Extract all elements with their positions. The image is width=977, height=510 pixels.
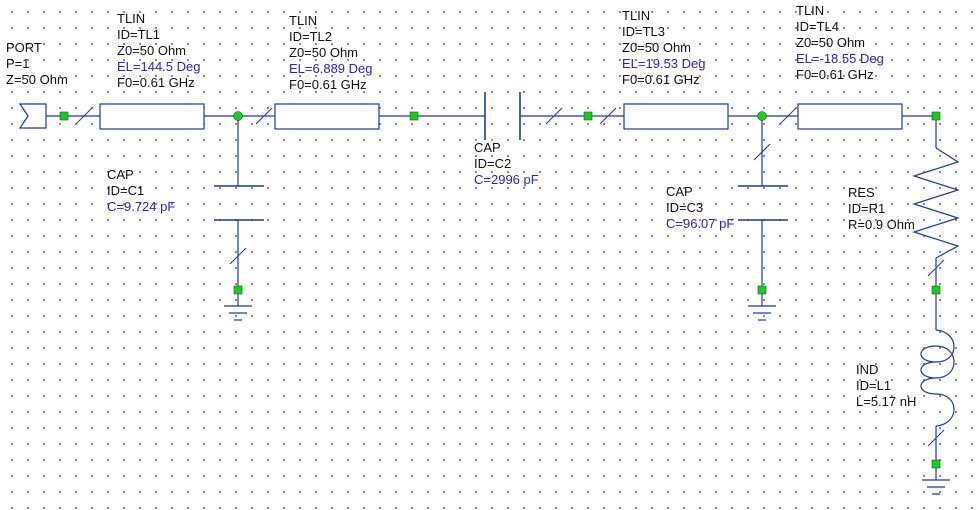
tl1-z0: Z0=50 Ohm (117, 43, 187, 58)
c1-c[interactable]: C=9.724 pF (107, 199, 176, 214)
tl4-id: ID=TL4 (796, 19, 839, 34)
c1-gnd-node[interactable] (233, 285, 243, 295)
c2-out-node[interactable] (583, 111, 593, 121)
tl2-z0: Z0=50 Ohm (289, 45, 359, 60)
junction-node-1[interactable] (233, 111, 243, 121)
c1-id: ID=C1 (107, 183, 145, 198)
port-z: Z=50 Ohm (6, 72, 68, 87)
port-type: PORT (6, 40, 42, 55)
l1-l: L=5.17 nH (856, 394, 917, 409)
tl3-label: TLIN ID=TL3 Z0=50 Ohm EL=19.53 Deg F0=0.… (622, 8, 705, 88)
tl2-out-node[interactable] (409, 111, 419, 121)
tl1-symbol[interactable] (68, 103, 238, 130)
tl3-f0: F0=0.61 GHz (622, 72, 700, 87)
tl2-el[interactable]: EL=6.889 Deg (289, 61, 373, 76)
c3-id: ID=C3 (666, 200, 704, 215)
c2-symbol[interactable] (418, 92, 593, 140)
r1-type: RES (848, 185, 875, 200)
tl4-el[interactable]: EL=-18.55 Deg (796, 51, 884, 66)
tl3-z0: Z0=50 Ohm (622, 40, 692, 55)
tl4-symbol[interactable] (766, 103, 941, 130)
l1-gnd-node[interactable] (931, 459, 941, 469)
tl2-id: ID=TL2 (289, 29, 332, 44)
tl1-type: TLIN (117, 11, 146, 26)
c3-symbol[interactable] (738, 120, 788, 321)
c1-label: CAP ID=C1 C=9.724 pF (107, 167, 175, 215)
l1-id: ID=L1 (856, 378, 892, 393)
tl4-out-node[interactable] (931, 111, 941, 121)
junction-node-2[interactable] (757, 111, 767, 121)
l1-type: IND (856, 362, 879, 377)
c2-id: ID=C2 (474, 156, 512, 171)
port-node[interactable] (59, 111, 69, 121)
tl1-id: ID=TL1 (117, 27, 160, 42)
port-symbol[interactable] (18, 103, 69, 129)
tl1-label: TLIN ID=TL1 Z0=50 Ohm EL=144.5 Deg F0=0.… (117, 11, 200, 91)
tl1-el[interactable]: EL=144.5 Deg (117, 59, 201, 74)
c2-c[interactable]: C=2996 pF (474, 172, 539, 187)
tl3-type: TLIN (622, 8, 651, 23)
c3-c[interactable]: C=96.07 pF (666, 216, 735, 231)
tl4-type: TLIN (796, 3, 825, 18)
tl1-f0: F0=0.61 GHz (117, 75, 195, 90)
tl2-type: TLIN (289, 13, 318, 28)
r1-out-node[interactable] (931, 285, 941, 295)
c1-type: CAP (107, 167, 134, 182)
port-label: PORT P=1 Z=50 Ohm (6, 40, 68, 88)
r1-label: RES ID=R1 R=0.9 Ohm (848, 185, 915, 233)
r1-id: ID=R1 (848, 201, 886, 216)
tl2-label: TLIN ID=TL2 Z0=50 Ohm EL=6.889 Deg F0=0.… (289, 13, 372, 93)
c3-type: CAP (666, 184, 693, 199)
c3-label: CAP ID=C3 C=96.07 pF (666, 184, 734, 232)
l1-label: IND ID=L1 L=5.17 nH (856, 362, 916, 410)
r1-r: R=0.9 Ohm (848, 217, 915, 232)
c2-type: CAP (474, 140, 501, 155)
tl4-f0: F0=0.61 GHz (796, 67, 874, 82)
tl3-symbol[interactable] (592, 103, 762, 130)
r1-symbol[interactable] (912, 120, 960, 295)
tl4-label: TLIN ID=TL4 Z0=50 Ohm EL=-18.55 Deg F0=0… (796, 3, 884, 83)
l1-symbol[interactable] (920, 294, 955, 495)
c2-label: CAP ID=C2 C=2996 pF (474, 140, 539, 188)
tl3-id: ID=TL3 (622, 24, 665, 39)
port-p: P=1 (6, 56, 30, 71)
c1-symbol[interactable] (214, 120, 264, 321)
tl4-z0: Z0=50 Ohm (796, 35, 866, 50)
tl2-f0: F0=0.61 GHz (289, 77, 367, 92)
tl3-el[interactable]: EL=19.53 Deg (622, 56, 706, 71)
c3-gnd-node[interactable] (757, 285, 767, 295)
tl2-symbol[interactable] (242, 103, 419, 130)
